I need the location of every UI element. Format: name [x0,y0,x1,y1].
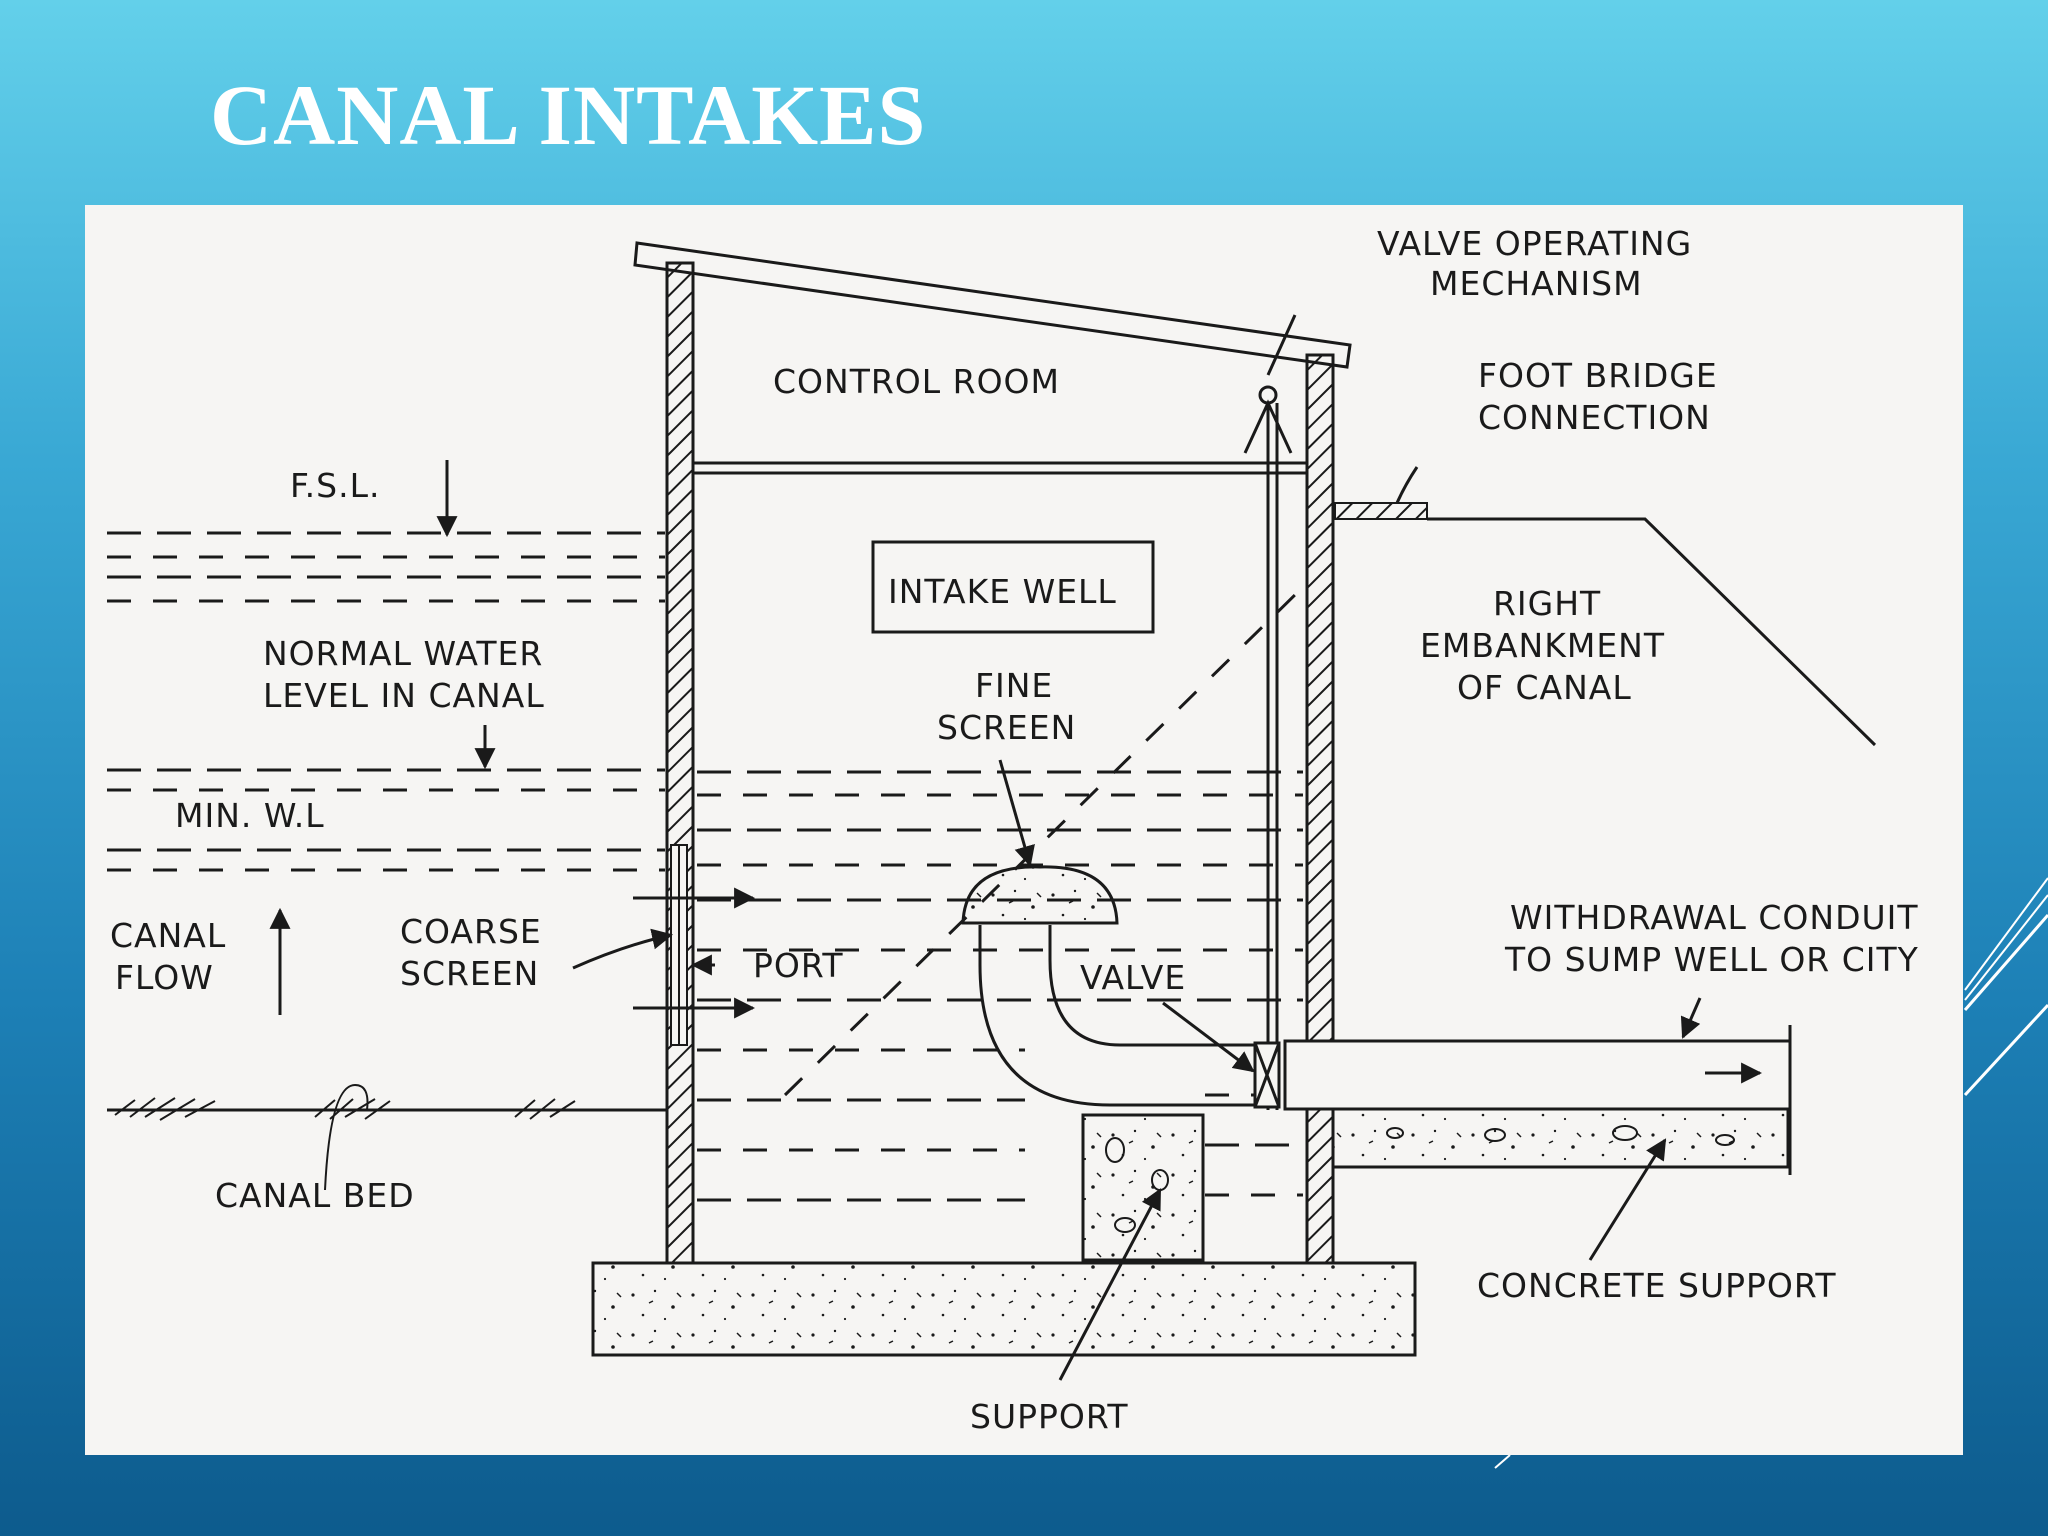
right-wall [1305,353,1335,1265]
label-foot-bridge-2: CONNECTION [1478,398,1711,437]
label-right-embankment-2: EMBANKMENT [1420,626,1665,665]
label-control-room: CONTROL ROOM [773,362,1060,401]
label-foot-bridge-1: FOOT BRIDGE [1478,356,1718,395]
slide-title: CANAL INTAKES [210,67,927,163]
intake-well-box [871,540,1155,634]
withdrawal-pipe [978,925,1255,1107]
label-valve: VALVE [1080,958,1186,997]
label-intake-well: INTAKE WELL [888,572,1117,611]
left-wall [665,261,695,1265]
roof [633,241,1352,369]
label-coarse-screen-2: SCREEN [400,954,539,993]
label-concrete-support: CONCRETE SUPPORT [1477,1266,1837,1305]
right-embankment [1427,517,1877,747]
label-withdrawal-conduit-1: WITHDRAWAL CONDUIT [1510,898,1919,937]
diagonal-dashed-line [783,588,1302,1097]
canal-intake-diagram: VALVE OPERATING MECHANISM CONTROL ROOM F… [85,205,1963,1455]
foot-bridge [1334,502,1428,520]
label-canal-flow-1: CANAL [110,916,226,955]
label-coarse-screen-1: COARSE [400,912,542,951]
label-min-wl: MIN. W.L [175,796,325,835]
fine-screen [961,865,1119,925]
label-withdrawal-conduit-2: TO SUMP WELL OR CITY [1504,940,1919,979]
withdrawal-conduit [1283,1039,1792,1111]
label-right-embankment-1: RIGHT [1493,584,1601,623]
label-fine-screen-2: SCREEN [937,708,1076,747]
label-normal-water-2: LEVEL IN CANAL [263,676,545,715]
label-valve-operating-mechanism-2: MECHANISM [1430,264,1643,303]
conduit-concrete-support [1331,1107,1790,1169]
label-support: SUPPORT [970,1397,1129,1436]
label-normal-water-1: NORMAL WATER [263,634,543,673]
label-canal-bed: CANAL BED [215,1176,415,1215]
label-port: PORT [753,946,844,985]
label-canal-flow-2: FLOW [115,958,214,997]
label-valve-operating-mechanism-1: VALVE OPERATING [1377,224,1692,263]
pipe-support [1081,1113,1205,1262]
label-fine-screen-1: FINE [975,666,1053,705]
diagram-canvas: VALVE OPERATING MECHANISM CONTROL ROOM F… [107,224,1919,1436]
label-right-embankment-3: OF CANAL [1457,668,1632,707]
foundation-slab [591,1261,1417,1357]
label-fsl: F.S.L. [290,466,380,505]
